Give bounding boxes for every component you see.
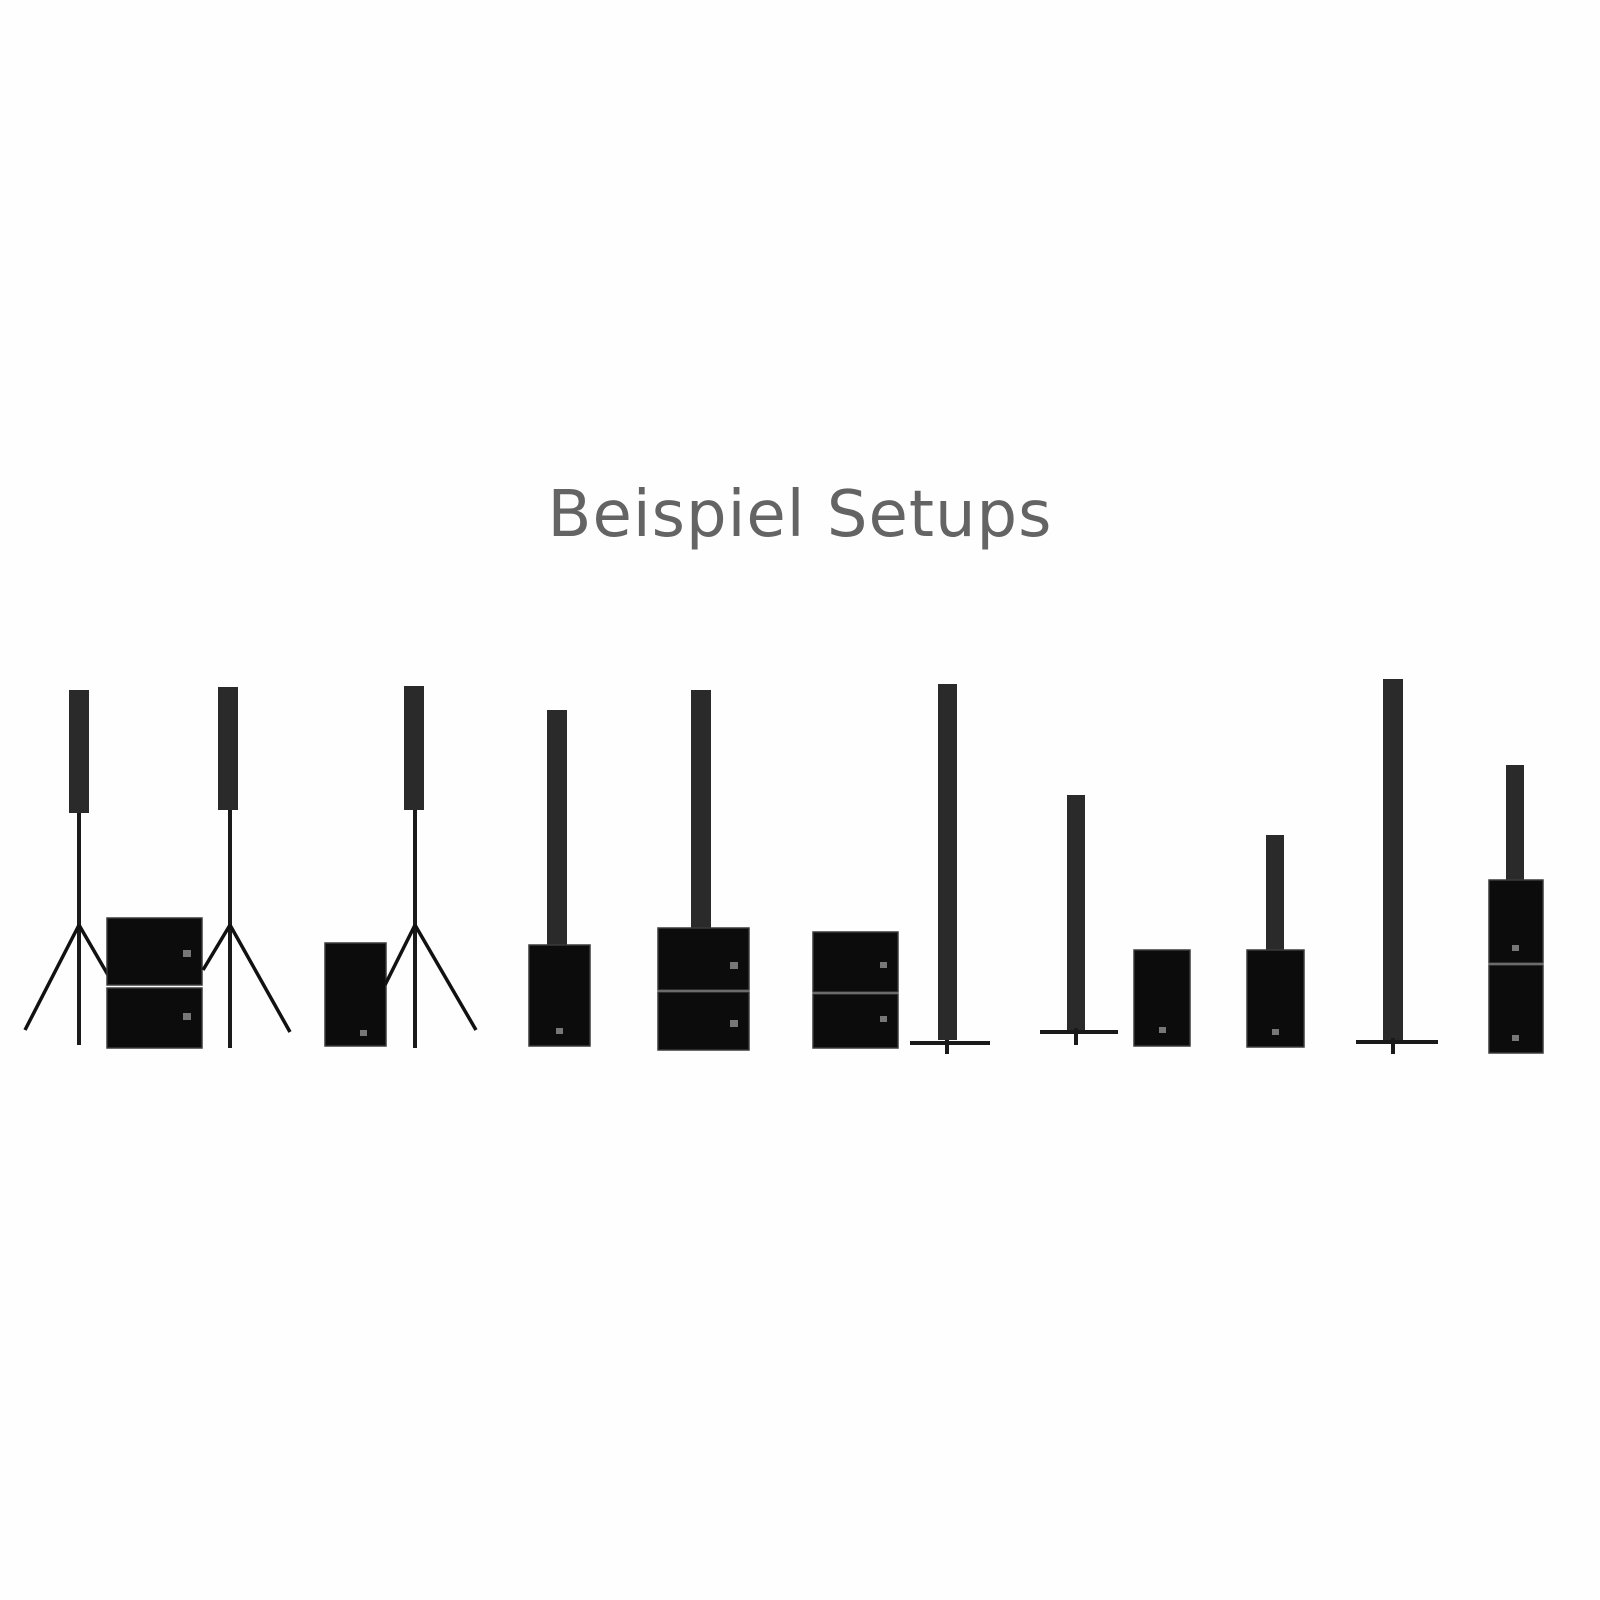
tripod-leg	[383, 924, 417, 986]
column-speaker	[404, 686, 424, 810]
tripod-leg	[23, 924, 81, 1031]
subwoofer	[657, 927, 750, 991]
setup-5	[812, 684, 990, 1054]
setup-7	[1246, 835, 1305, 1048]
column-speaker	[1067, 795, 1085, 1030]
tripod-leg	[77, 924, 110, 976]
logo-badge	[730, 962, 738, 969]
tripod-leg	[228, 924, 292, 1033]
logo-badge	[880, 1016, 887, 1022]
column-speaker	[1266, 835, 1284, 952]
setup-1	[23, 687, 292, 1049]
logo-badge	[183, 1013, 191, 1020]
column-speaker	[547, 710, 567, 948]
column-speaker	[938, 684, 957, 1040]
logo-badge	[360, 1030, 367, 1036]
logo-badge	[880, 962, 887, 968]
setup-3	[528, 710, 591, 1047]
tripod-leg	[413, 924, 478, 1031]
column-speaker	[691, 690, 711, 930]
setup-8	[1356, 679, 1438, 1054]
logo-badge	[1512, 945, 1519, 951]
logo-badge	[1512, 1035, 1519, 1041]
logo-badge	[183, 950, 191, 957]
subwoofer	[324, 942, 387, 1047]
column-speaker	[218, 687, 238, 810]
logo-badge	[1159, 1027, 1166, 1033]
column-speaker	[1383, 679, 1403, 1040]
column-speaker	[1506, 765, 1524, 880]
setup-6	[1040, 795, 1191, 1047]
setup-2	[324, 686, 478, 1048]
setup-4	[657, 690, 750, 1051]
logo-badge	[1272, 1029, 1279, 1035]
page-title: Beispiel Setups	[547, 478, 1053, 552]
column-speaker	[69, 690, 89, 813]
logo-badge	[556, 1028, 563, 1034]
setup-9	[1488, 765, 1544, 1054]
tripod-leg	[201, 924, 232, 971]
logo-badge	[730, 1020, 738, 1027]
